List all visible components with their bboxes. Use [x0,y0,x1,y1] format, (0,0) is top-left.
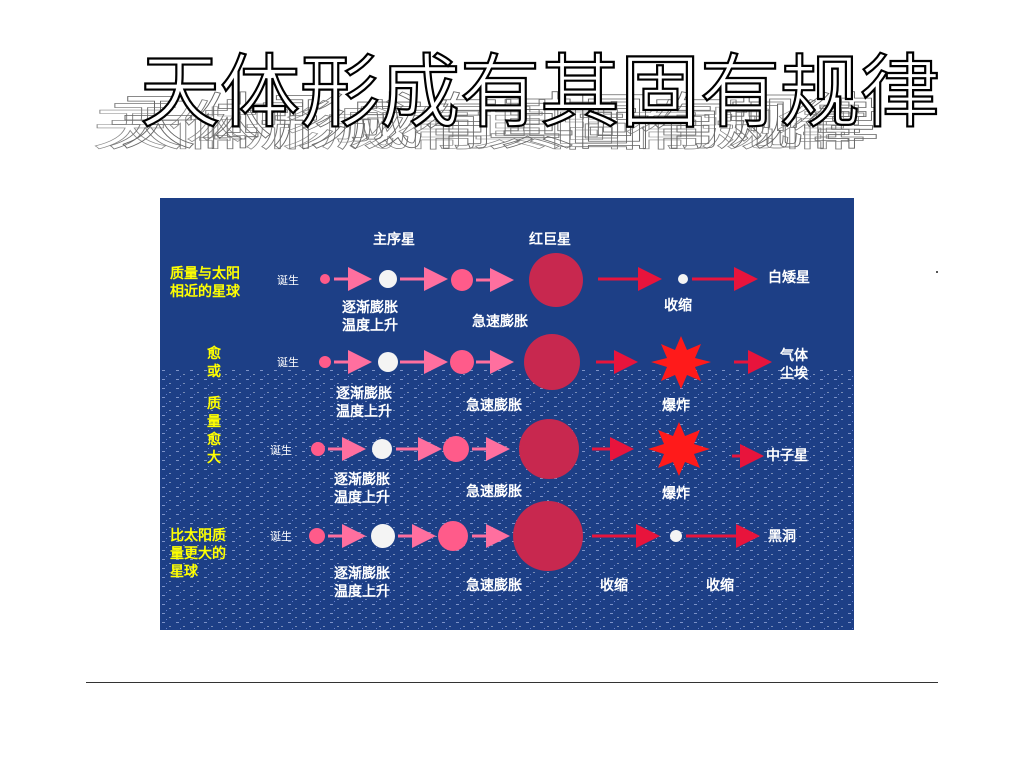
main-sequence-star [443,436,469,462]
birth-label: 诞生 [270,443,292,457]
white-star [372,439,392,459]
birth-label: 诞生 [270,529,292,543]
gradual-label: 逐渐膨胀 [334,471,390,488]
stellar-evolution-diagram: 主序星 红巨星 质量与太阳 相近的星球 愈 或 质 量 愈 大 比太阳质 量更大… [160,198,854,630]
end-label: 气体 [779,347,809,364]
slide-title: 天体形成有其固有规律 天体形成有其固有规律 天体形成有其固有规律 天体形成有其固… [0,28,1024,158]
svg-text:量: 量 [207,414,221,430]
protostar [311,442,325,456]
svg-text:量更大的: 量更大的 [170,545,226,562]
svg-text:愈: 愈 [206,431,222,448]
svg-text:天体形成有其固有规律: 天体形成有其固有规律 [92,103,852,156]
red-giant [519,419,579,479]
protostar [319,356,331,368]
stage-label: 爆炸 [662,397,690,414]
birth-label: 诞生 [277,355,299,369]
gradual-label: 温度上升 [342,317,398,334]
end-label: 尘埃 [780,365,809,382]
red-giant [529,253,583,307]
protostar [309,528,325,544]
gradual-label: 温度上升 [334,489,390,506]
scan-noise-texture [160,368,854,630]
end-label: 黑洞 [768,529,796,545]
header-main-sequence: 主序星 [373,231,415,248]
stage-label: 收缩 [600,577,628,594]
footer-divider [86,682,938,683]
svg-text:愈: 愈 [206,345,222,362]
row1-label: 质量与太阳 相近的星球 [170,265,241,300]
end-label: 白矮星 [768,269,810,286]
gradual-label: 逐渐膨胀 [342,299,398,316]
main-sequence-star [450,350,474,374]
explosion-icon [648,422,710,476]
white-star [379,270,397,288]
shrinking-star [678,274,688,284]
end-label: 中子星 [766,447,808,464]
row-1: 诞生 白矮星 逐渐膨胀 温度上升 急速膨胀 收缩 [277,253,810,334]
row4-label: 比太阳质 量更大的 星球 [170,527,226,580]
stage-label: 爆炸 [662,485,690,502]
protostar [320,274,330,284]
stage2-label: 收缩 [706,577,734,594]
stage-label: 收缩 [664,297,692,314]
rapid-label: 急速膨胀 [472,313,528,330]
gradual-label: 温度上升 [334,583,390,600]
svg-text:质: 质 [207,395,221,412]
white-star [371,524,395,548]
svg-text:天体形成有其固有规律: 天体形成有其固有规律 [120,87,880,158]
svg-text:比太阳质: 比太阳质 [170,527,226,544]
svg-text:星球: 星球 [170,563,199,580]
birth-label: 诞生 [277,273,299,287]
stray-mark [936,271,938,273]
main-sequence-star [438,521,468,551]
main-sequence-star [451,269,473,291]
shrinking-star [670,530,682,542]
gradual-label: 逐渐膨胀 [334,565,390,582]
title-echo-layers: 天体形成有其固有规律 天体形成有其固有规律 天体形成有其固有规律 [92,87,881,158]
rapid-label: 急速膨胀 [466,397,522,414]
side-note: 愈 或 质 量 愈 大 [206,345,222,466]
row-2: 诞生 气体 尘埃 逐渐膨胀 温度上升 急速膨胀 爆炸 [277,334,809,420]
header-red-giant: 红巨星 [529,231,571,248]
red-giant [524,334,580,390]
explosion-icon [651,336,711,389]
gradual-label: 温度上升 [336,403,392,420]
white-star [378,352,398,372]
svg-text:天体形成有其固有规律: 天体形成有其固有规律 [107,96,867,158]
svg-text:大: 大 [207,449,221,466]
rapid-label: 急速膨胀 [466,577,522,594]
svg-text:相近的星球: 相近的星球 [170,283,241,300]
row-3: 诞生 中子星 逐渐膨胀 温度上升 急速膨胀 爆炸 [270,419,808,506]
red-giant [513,501,583,571]
svg-text:质量与太阳: 质量与太阳 [170,265,240,282]
gradual-label: 逐渐膨胀 [336,385,392,402]
rapid-label: 急速膨胀 [466,483,522,500]
svg-text:或: 或 [207,363,221,380]
row-4: 诞生 黑洞 逐渐膨胀 温度上升 急速膨胀 收缩 收缩 [270,501,796,600]
title-text: 天体形成有其固有规律 [140,46,940,139]
